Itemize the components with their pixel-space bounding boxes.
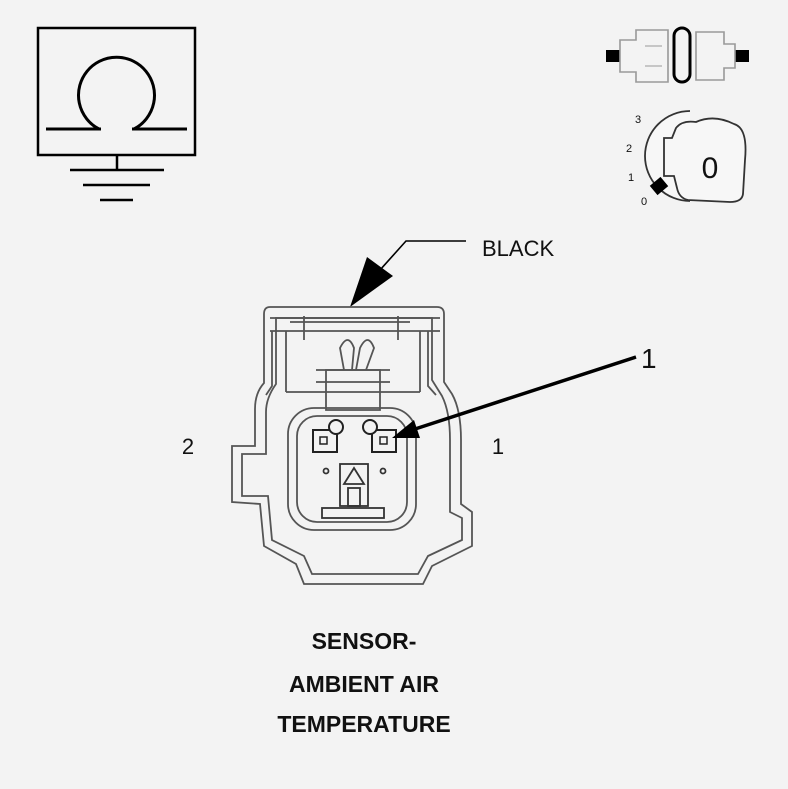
pin-2-cavity: [312, 419, 344, 453]
pin-left-label: 2: [182, 434, 194, 459]
terminal-face: [287, 407, 417, 531]
key-scale-0: 0: [641, 196, 647, 208]
connector-body: [231, 306, 473, 585]
key-scale-2: 2: [626, 143, 632, 155]
wire-color-label: BLACK: [482, 236, 554, 261]
key-position-label: 0: [702, 152, 719, 185]
ignition-key-icon: 0 3 2 1 0: [626, 110, 747, 208]
connector-latch: [316, 339, 390, 411]
pin-right-label: 1: [492, 434, 504, 459]
ohmmeter-ground-icon: [36, 26, 197, 202]
caption-line-2: AMBIENT AIR: [289, 671, 439, 697]
key-scale-3: 3: [635, 114, 641, 126]
callout-number: 1: [641, 343, 657, 374]
key-scale-1: 1: [628, 172, 634, 184]
disconnected-connector-icon: [606, 26, 749, 84]
wire-color-leader: [350, 240, 466, 307]
pin-callout-arrow: [392, 355, 637, 438]
caption-line-1: SENSOR-: [311, 628, 417, 654]
caption-line-3: TEMPERATURE: [277, 711, 451, 737]
keying-feature: [321, 463, 387, 519]
pin-1-cavity: [362, 419, 397, 453]
